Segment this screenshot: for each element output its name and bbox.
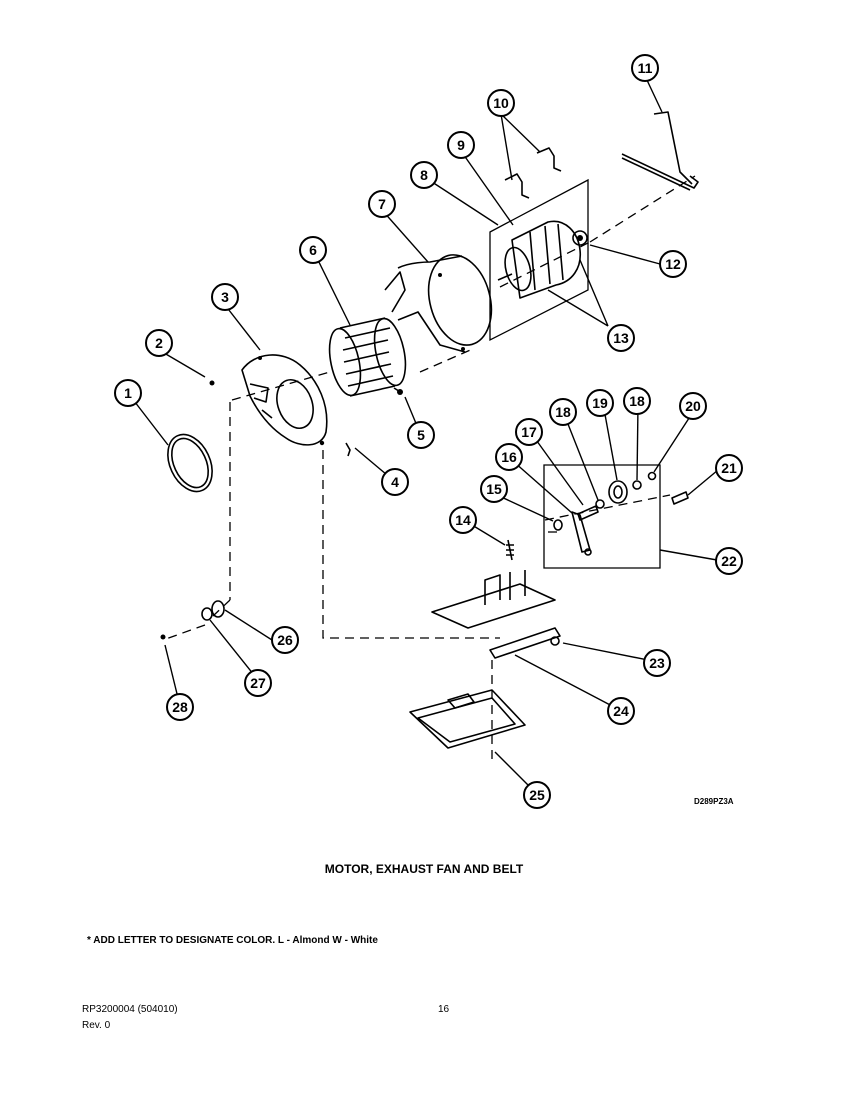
svg-text:6: 6 [309,242,317,258]
callout-19: 19 [586,389,614,417]
callout-8: 8 [410,161,438,189]
callout-25: 25 [523,781,551,809]
callout-3: 3 [211,283,239,311]
callout-14: 14 [449,506,477,534]
svg-text:20: 20 [685,398,701,414]
callout-11: 11 [631,54,659,82]
callout-12: 12 [659,250,687,278]
callout-13: 13 [607,324,635,352]
callout-6: 6 [299,236,327,264]
svg-text:27: 27 [250,675,266,691]
svg-text:7: 7 [378,196,386,212]
motor [497,220,588,299]
revision: Rev. 0 [82,1020,111,1031]
svg-text:22: 22 [721,553,737,569]
svg-text:2: 2 [155,335,163,351]
idler-parts [506,471,689,561]
part-3-housing-cover [241,354,328,446]
callout-17: 17 [515,418,543,446]
part-11-belt [621,111,699,191]
part-5-screw [393,387,403,395]
part-10-clips [504,147,562,199]
callout-18-b: 18 [623,387,651,415]
idler-assembly-box [543,464,661,569]
svg-text:17: 17 [521,424,537,440]
svg-text:5: 5 [417,427,425,443]
svg-text:8: 8 [420,167,428,183]
callout-7: 7 [368,190,396,218]
svg-text:19: 19 [592,395,608,411]
svg-text:1: 1 [124,385,132,401]
part-2-screw [209,380,215,386]
svg-text:9: 9 [457,137,465,153]
callout-28: 28 [166,693,194,721]
parts-26-27-28 [160,600,225,640]
part-7-fan-housing [384,254,493,353]
svg-text:13: 13 [613,330,629,346]
svg-text:24: 24 [613,703,629,719]
callout-2: 2 [145,329,173,357]
callout-22: 22 [715,547,743,575]
callout-16: 16 [495,443,523,471]
callout-18-a: 18 [549,398,577,426]
svg-text:11: 11 [638,60,653,76]
svg-text:15: 15 [486,481,502,497]
svg-text:4: 4 [391,474,399,490]
svg-text:21: 21 [721,460,737,476]
callout-26: 26 [271,626,299,654]
color-note: * ADD LETTER TO DESIGNATE COLOR. L - Alm… [87,935,378,946]
svg-text:28: 28 [172,699,188,715]
part-24-motor-mount [431,570,561,659]
page-title: MOTOR, EXHAUST FAN AND BELT [324,862,524,876]
callout-4: 4 [381,468,409,496]
svg-text:14: 14 [455,512,471,528]
svg-text:10: 10 [493,95,509,111]
motor-assembly-box [489,178,589,342]
part-4-clip [345,442,351,457]
doc-number: RP3200004 (504010) [82,1004,178,1015]
callout-23: 23 [643,649,671,677]
callout-10: 10 [487,89,515,117]
diagram-code: D289PZ3A [694,797,734,806]
part-1-ring [167,433,213,493]
page-number: 16 [438,1004,450,1015]
part-25-base-plate [409,689,526,749]
svg-text:26: 26 [277,632,293,648]
callout-5: 5 [407,421,435,449]
svg-text:25: 25 [529,787,545,803]
callout-9: 9 [447,131,475,159]
assembly-lines [162,175,696,760]
part-6-blower-wheel [328,317,407,397]
callout-20: 20 [679,392,707,420]
callout-27: 27 [244,669,272,697]
svg-text:23: 23 [649,655,665,671]
callout-21: 21 [715,454,743,482]
callout-24: 24 [607,697,635,725]
callout-15: 15 [480,475,508,503]
exploded-parts-diagram: 1 2 3 4 5 6 7 8 9 10 11 12 13 14 15 16 1… [114,54,743,809]
svg-text:3: 3 [221,289,229,305]
svg-text:18: 18 [555,404,571,420]
callout-1: 1 [114,379,142,407]
svg-text:16: 16 [501,449,517,465]
svg-text:12: 12 [665,256,681,272]
svg-text:18: 18 [629,393,645,409]
